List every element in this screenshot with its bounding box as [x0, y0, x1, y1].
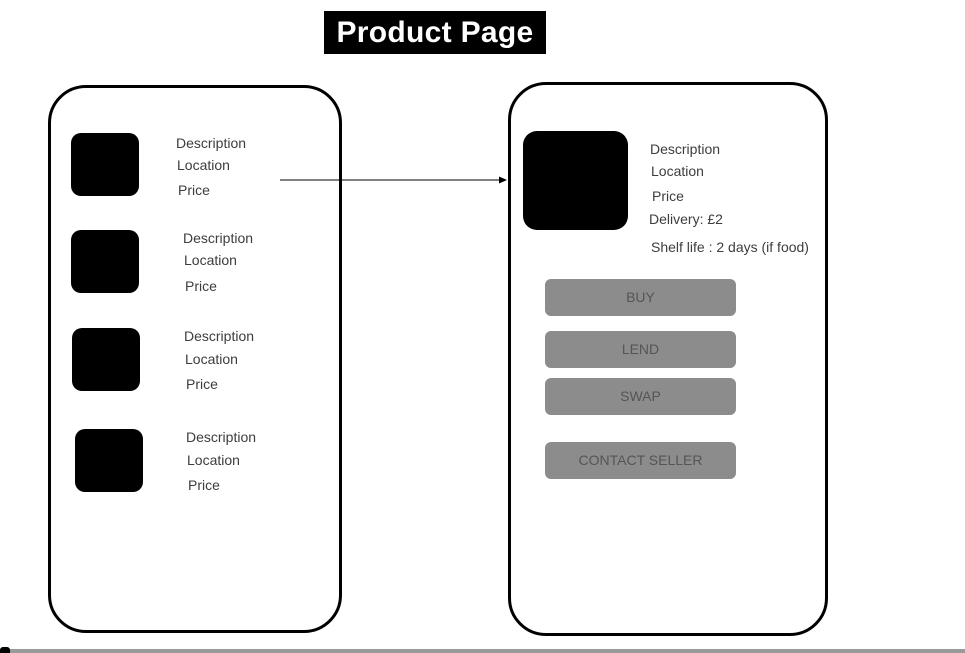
- product-image: [523, 131, 628, 230]
- bottom-corner-mark: [0, 647, 10, 653]
- product-thumbnail[interactable]: [71, 133, 139, 196]
- product-thumbnail[interactable]: [75, 429, 143, 492]
- item-description: Description: [176, 135, 247, 151]
- product-thumbnail[interactable]: [72, 328, 140, 391]
- detail-shelf-life: Shelf life : 2 days (if food): [651, 239, 809, 255]
- item-price: Price: [188, 477, 220, 493]
- page-title: Product Page: [324, 11, 546, 54]
- detail-location: Location: [651, 163, 704, 179]
- lend-button[interactable]: LEND: [545, 331, 736, 368]
- swap-button[interactable]: SWAP: [545, 378, 736, 415]
- item-location: Location: [187, 452, 240, 468]
- detail-description: Description: [650, 141, 721, 157]
- contact-seller-button[interactable]: CONTACT SELLER: [545, 442, 736, 479]
- bottom-divider: [0, 649, 965, 653]
- detail-delivery: Delivery: £2: [649, 211, 723, 227]
- item-description: Description: [183, 230, 254, 246]
- item-price: Price: [186, 376, 218, 392]
- detail-price: Price: [652, 188, 684, 204]
- item-location: Location: [184, 252, 237, 268]
- item-location: Location: [185, 351, 238, 367]
- item-location: Location: [177, 157, 230, 173]
- buy-button[interactable]: BUY: [545, 279, 736, 316]
- item-description: Description: [186, 429, 257, 445]
- item-price: Price: [178, 182, 210, 198]
- product-thumbnail[interactable]: [71, 230, 139, 293]
- item-description: Description: [184, 328, 255, 344]
- item-price: Price: [185, 278, 217, 294]
